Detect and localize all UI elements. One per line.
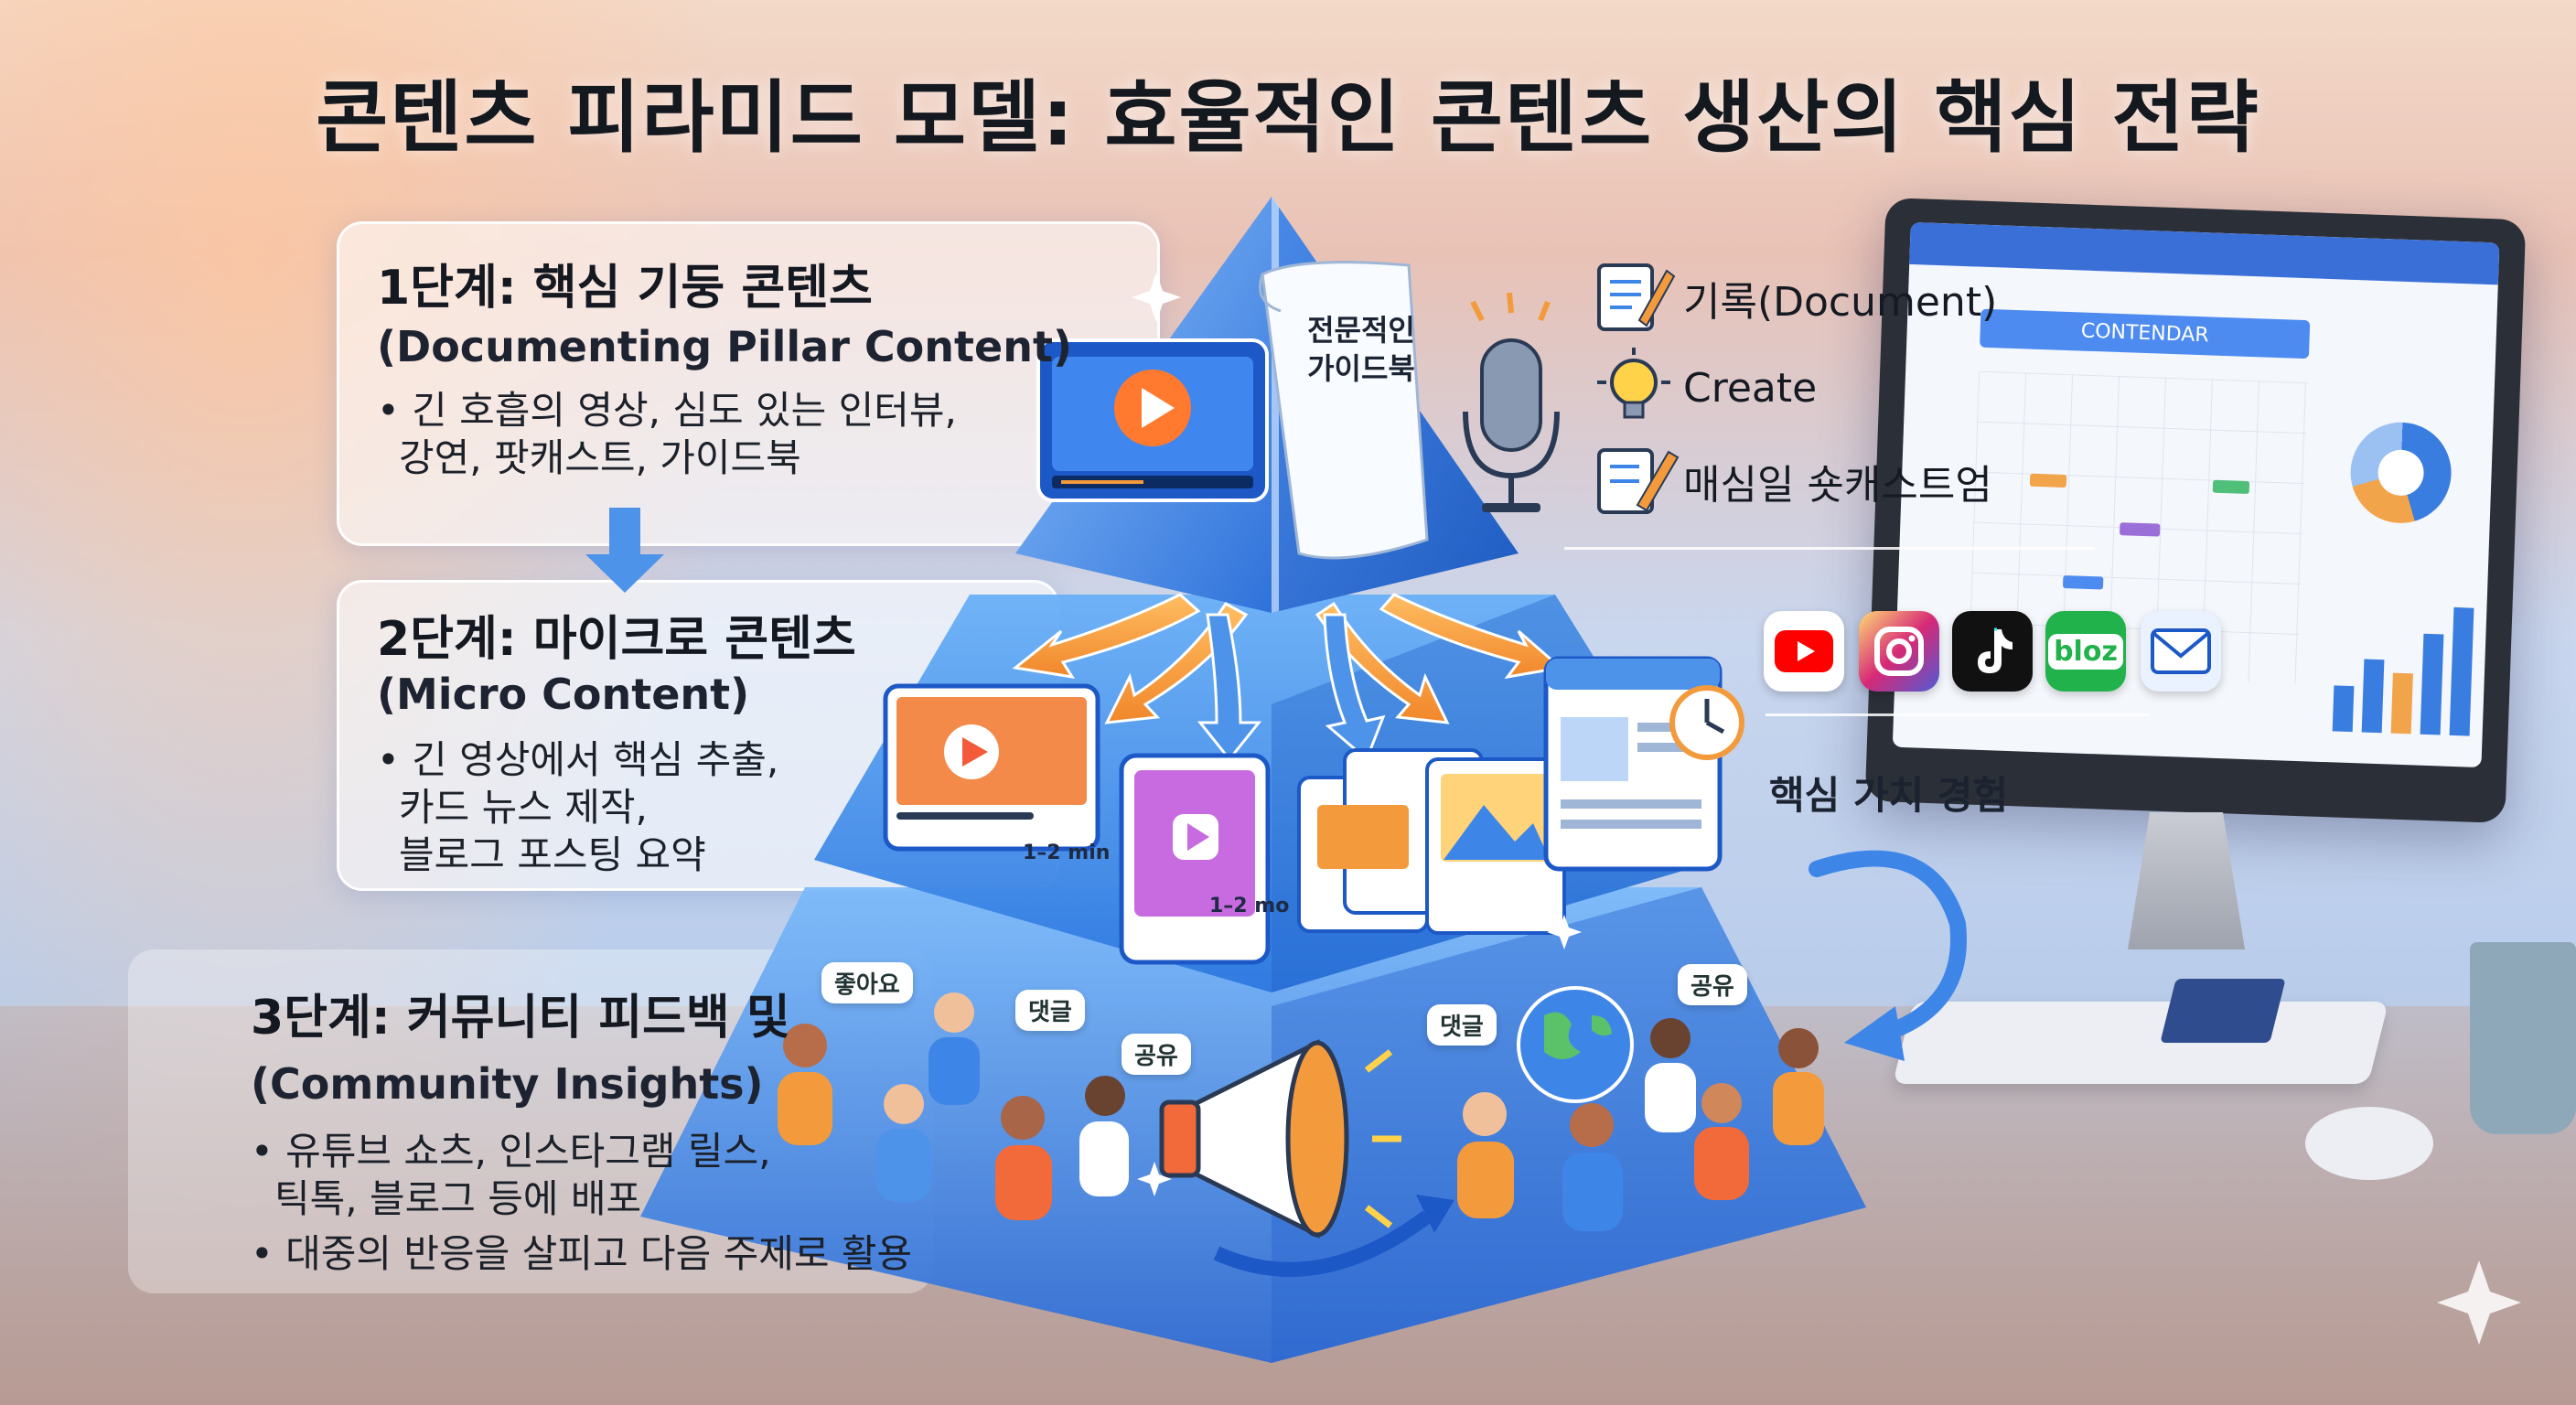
stage-down-arrow bbox=[585, 508, 664, 593]
stage-1-panel bbox=[337, 221, 1160, 546]
blog-post-card bbox=[1543, 656, 1744, 872]
legend-item-create: Create bbox=[1597, 360, 1817, 415]
share-badge: 공유 bbox=[1122, 1034, 1191, 1075]
monitor-stand bbox=[2128, 812, 2245, 949]
stage-1-title: 1단계: 핵심 기둥 콘텐츠 bbox=[377, 261, 873, 316]
clip-time-label: 1–2 min bbox=[1023, 842, 1111, 864]
sparkle-icon bbox=[1132, 273, 2521, 1345]
pen-cup bbox=[2470, 942, 2576, 1134]
stage-1-subtitle: (Documenting Pillar Content) bbox=[377, 322, 1072, 371]
blog-icon: bloz bbox=[2045, 611, 2126, 692]
megaphone-icon bbox=[1159, 1038, 1401, 1239]
social-divider bbox=[1766, 713, 2150, 716]
microphone-icon bbox=[1463, 292, 1560, 512]
stage-2-bullet: 블로그 포스팅 요약 bbox=[399, 832, 706, 877]
legend-divider bbox=[1564, 547, 2095, 550]
legend-label: 매심일 숏캐스트엄 bbox=[1683, 462, 1992, 509]
stage-2-bullet: • 긴 영상에서 핵심 추출, bbox=[377, 737, 779, 782]
clip-time-label: 1–2 mo bbox=[1209, 895, 1290, 917]
stage-2-subtitle: (Micro Content) bbox=[377, 670, 750, 719]
legend-label: Create bbox=[1683, 364, 1818, 412]
stage-2-bullet: 카드 뉴스 제작, bbox=[399, 785, 648, 830]
legend-icon-spacer bbox=[1597, 271, 1670, 326]
page-title: 콘텐츠 피라미드 모델: 효율적인 콘텐츠 생산의 핵심 전략 bbox=[316, 72, 2260, 164]
like-badge: 좋아요 bbox=[821, 962, 913, 1003]
video-clip-card bbox=[883, 683, 1100, 852]
swoosh-arrow bbox=[1213, 1210, 1432, 1277]
youtube-icon bbox=[1764, 611, 1844, 692]
flow-arrows-blue bbox=[1197, 613, 1386, 762]
legend-icon-spacer bbox=[1597, 454, 1670, 509]
legend-label: 기록(Document) bbox=[1683, 279, 1998, 326]
share-badge: 공유 bbox=[1678, 964, 1747, 1005]
guidebook-label: 전문적인 가이드북 bbox=[1307, 313, 1415, 386]
guidebook-scroll-icon bbox=[1259, 261, 1429, 560]
stage-3-bullet: 틱톡, 블로그 등에 배포 bbox=[274, 1176, 642, 1221]
instagram-icon bbox=[1859, 611, 1939, 692]
tiktok-icon bbox=[1952, 611, 2033, 692]
stage-3-subtitle: (Community Insights) bbox=[251, 1059, 764, 1109]
mouse bbox=[2305, 1107, 2433, 1180]
stage-1-bullet: 강연, 팟캐스트, 가이드북 bbox=[399, 435, 801, 480]
comment-badge: 댓글 bbox=[1015, 990, 1085, 1031]
flow-arrows bbox=[1012, 593, 1564, 724]
comment-badge: 댓글 bbox=[1427, 1004, 1497, 1046]
lightbulb-icon bbox=[1597, 348, 1670, 419]
legend-item-document: 기록(Document) bbox=[1597, 269, 1997, 327]
video-player-icon bbox=[1036, 338, 1269, 502]
stage-3-bullet: • 유튜브 쇼츠, 인스타그램 릴스, bbox=[251, 1129, 771, 1174]
people-crowd bbox=[778, 992, 1824, 1231]
notepad-pen-icon bbox=[1597, 448, 1680, 514]
cycle-label: 핵심 가치 경험 bbox=[1769, 773, 2009, 818]
card-news-stack bbox=[1297, 748, 1566, 935]
stage-1-bullet: • 긴 호흡의 영상, 심도 있는 인터뷰, bbox=[377, 388, 957, 433]
globe-icon bbox=[1517, 986, 1634, 1103]
stage-3-title: 3단계: 커뮤니티 피드백 및 bbox=[251, 991, 790, 1046]
short-video-card bbox=[1119, 753, 1271, 965]
cycle-arrow bbox=[1809, 850, 1967, 1061]
legend-item-shortcast: 매심일 숏캐스트엄 bbox=[1597, 452, 1992, 510]
stage-3-bullet: • 대중의 반응을 살피고 다음 주제로 활용 bbox=[251, 1231, 913, 1276]
mail-icon bbox=[2141, 611, 2221, 692]
legend-icon-spacer bbox=[1597, 360, 1670, 415]
document-icon bbox=[1597, 263, 1676, 331]
stage-2-title: 2단계: 마이크로 콘텐츠 bbox=[377, 612, 856, 667]
blog-icon-label: bloz bbox=[2048, 633, 2123, 670]
